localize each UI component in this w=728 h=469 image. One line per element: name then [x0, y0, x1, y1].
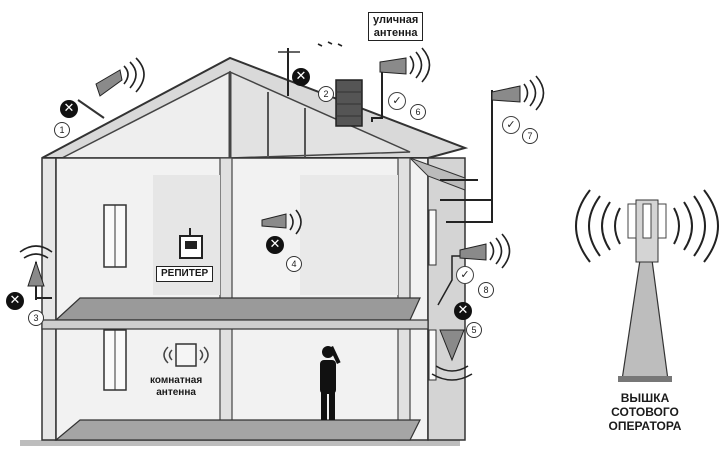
- tower-label: ВЫШКА СОТОВОГО ОПЕРАТОРА: [590, 391, 700, 433]
- cross-icon: ✕: [454, 302, 472, 320]
- position-number: 3: [28, 310, 44, 326]
- position-number: 6: [410, 104, 426, 120]
- check-icon: ✓: [388, 92, 406, 110]
- antenna-icon: [27, 57, 521, 362]
- cross-icon: ✕: [6, 292, 24, 310]
- person-silhouette: [320, 345, 341, 420]
- antenna-cable: [446, 90, 493, 223]
- tower-label-line: ВЫШКА: [620, 391, 670, 405]
- outdoor-antenna-label-line: уличная: [373, 14, 419, 26]
- position-number: 7: [522, 128, 538, 144]
- floor-lower: [54, 419, 421, 441]
- indoor-antenna-device: [175, 343, 197, 367]
- indoor-antenna-label-line: антенна: [156, 386, 196, 398]
- outdoor-antenna-label: уличная антенна: [368, 12, 424, 42]
- indoor-antenna-label: комнатная антенна: [150, 375, 202, 398]
- house-side-wall: [427, 157, 466, 441]
- outdoor-antenna-label-line: антенна: [373, 26, 418, 39]
- window: [428, 209, 437, 266]
- position-number: 4: [286, 256, 302, 272]
- signal-waves-icon: [19, 41, 545, 381]
- position-number: 5: [466, 322, 482, 338]
- indoor-antenna-label-line: комнатная: [150, 375, 203, 386]
- side-roof: [409, 157, 466, 191]
- cross-icon: ✕: [266, 236, 284, 254]
- tower-label-line: ОПЕРАТОРА: [608, 418, 682, 433]
- cell-tower: [575, 189, 719, 382]
- check-icon: ✓: [502, 116, 520, 134]
- check-icon: ✓: [456, 266, 474, 284]
- tower-label-line: СОТОВОГО: [611, 404, 679, 419]
- ground: [20, 440, 460, 446]
- position-number: 1: [54, 122, 70, 138]
- attic-left: [61, 70, 231, 159]
- chimney: [335, 79, 363, 127]
- cross-icon: ✕: [60, 100, 78, 118]
- repeater-label: РЕПИТЕР: [156, 266, 214, 282]
- position-number: 8: [478, 282, 494, 298]
- position-number: 2: [318, 86, 334, 102]
- window: [428, 329, 437, 381]
- antenna-cable: [371, 68, 383, 122]
- floor-upper: [54, 297, 421, 321]
- cross-icon: ✕: [292, 68, 310, 86]
- floor-slab: [41, 319, 429, 330]
